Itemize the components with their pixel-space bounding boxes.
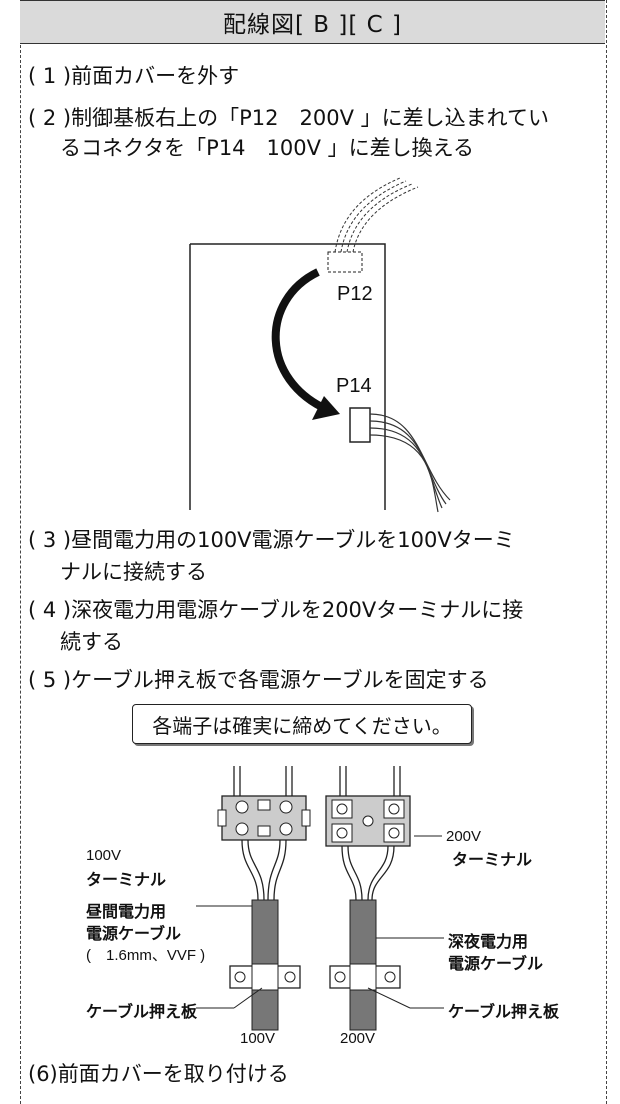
step-5: ( 5 )ケーブル押え板で各電源ケーブルを固定する [28, 668, 489, 692]
left-cable-spec: ( 1.6mm、VVF ) [86, 947, 206, 964]
step-6: (6)前面カバーを取り付ける [28, 1062, 289, 1086]
step-2-line-1: ( 2 )制御基板右上の「P12 200V 」に差し込まれてい [28, 106, 549, 130]
p14-label: P14 [336, 375, 372, 397]
right-cable-label-2: 電源ケーブル [448, 956, 544, 973]
left-cable-label-2: 電源ケーブル [86, 926, 182, 943]
step-3-line-2: ナルに接続する [60, 560, 207, 584]
step-2-line-2: るコネクタを「P14 100V 」に差し換える [60, 136, 475, 160]
left-cable-label-1: 昼間電力用 [86, 904, 167, 921]
step-4-line-2: 続する [60, 630, 123, 654]
caution-callout: 各端子は確実に締めてください。 [132, 704, 472, 744]
step-4-line-1: ( 4 )深夜電力用電源ケーブルを200Vターミナルに接 [28, 598, 524, 622]
left-terminal-label: ターミナル [86, 872, 167, 889]
page-title: 配線図[ B ][ C ] [20, 0, 605, 44]
left-voltage-label: 100V [86, 847, 122, 864]
right-voltage-label: 200V [446, 828, 482, 845]
p12-label: P12 [337, 283, 373, 305]
right-bottom-voltage: 200V [340, 1030, 376, 1047]
right-terminal-label: ターミナル [452, 852, 533, 869]
right-cable-label-1: 深夜電力用 [448, 934, 529, 951]
left-plate-label: ケーブル押え板 [86, 1004, 198, 1021]
step-3-line-1: ( 3 )昼間電力用の100V電源ケーブルを100Vターミ [28, 528, 515, 552]
step-1: ( 1 )前面カバーを外す [28, 64, 240, 88]
left-bottom-voltage: 100V [240, 1030, 276, 1047]
page-frame [20, 0, 607, 1104]
right-plate-label: ケーブル押え板 [448, 1004, 560, 1021]
